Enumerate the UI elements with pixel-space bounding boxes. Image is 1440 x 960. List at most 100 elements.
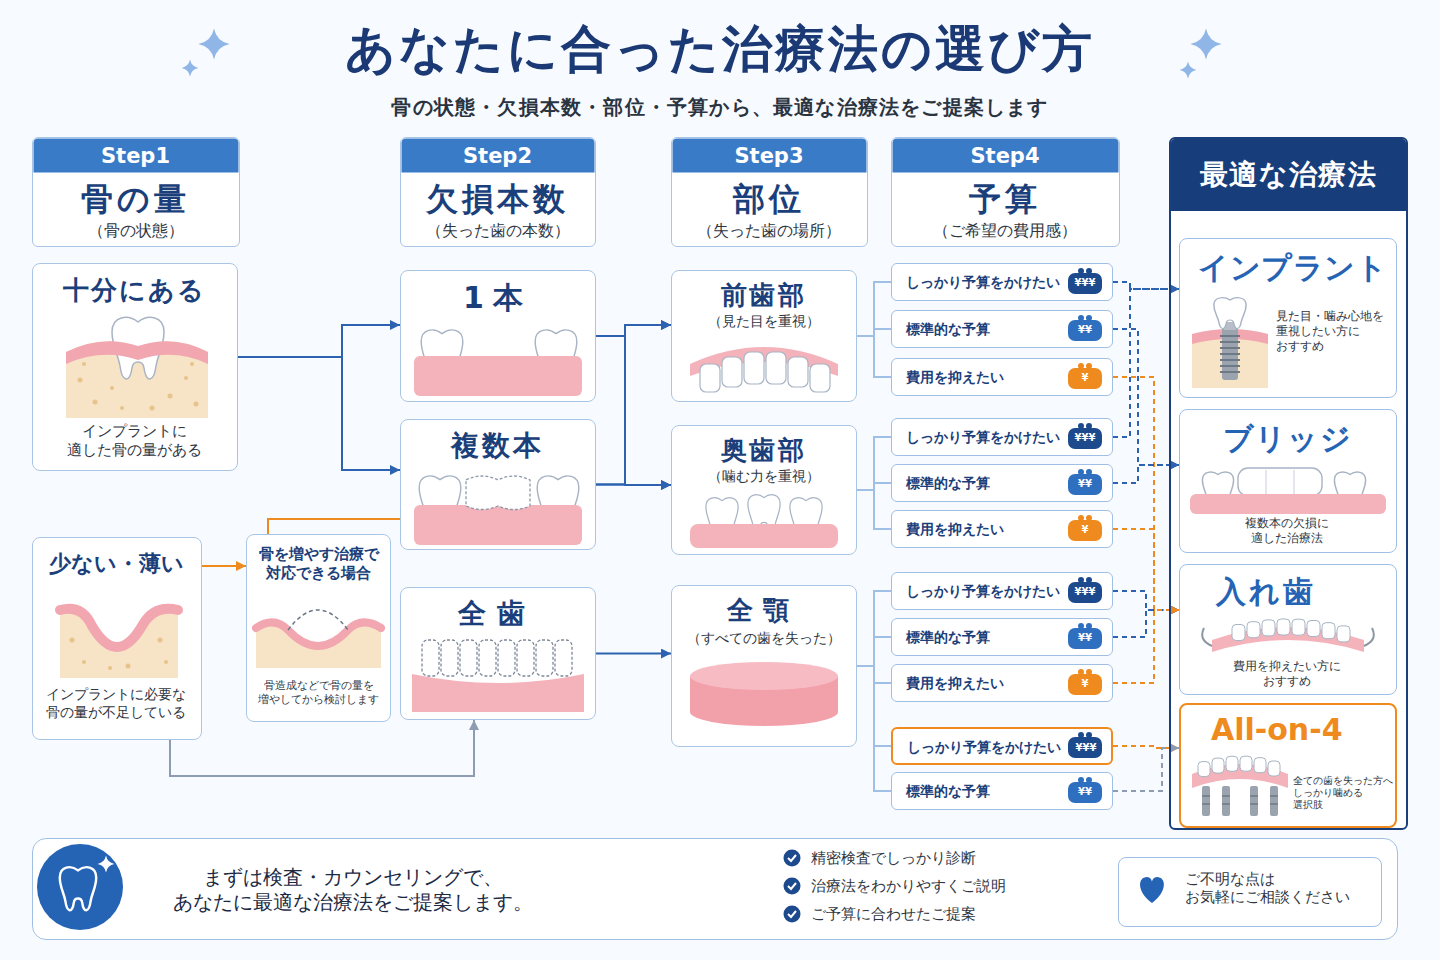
box-fill	[891, 772, 1113, 810]
bone-graft-illustration	[288, 610, 348, 630]
process-box: 骨を増やす治療で 対応できる場合骨造成などで骨の量を 増やしてから検討します	[246, 534, 391, 722]
multi-gap-illustration	[414, 505, 582, 545]
all-on-4-illustration	[1212, 758, 1224, 773]
healthy-bone-illustration	[190, 362, 194, 366]
node-title: 最適な治療法	[1171, 157, 1406, 192]
box-fill	[891, 727, 1113, 765]
node-text: 部位	[672, 179, 866, 219]
box-fill	[891, 772, 1113, 810]
counseling-icon	[98, 856, 115, 873]
node-text: ¥¥	[1067, 478, 1103, 491]
thin-bone-illustration	[60, 609, 178, 647]
box-fill	[1179, 409, 1397, 553]
multi-gap-illustration	[466, 476, 530, 510]
budget-purse-icons	[1068, 577, 1102, 603]
budget-purse-icons	[1068, 777, 1102, 803]
title-sparkles	[1180, 62, 1197, 79]
node-text: ご予算に合わせたご提案	[811, 905, 1051, 924]
node-title: ご不明な点は お気軽にご相談ください	[1185, 870, 1365, 908]
box-fill	[400, 587, 596, 720]
node-title: All-on-4	[1211, 711, 1391, 749]
box-fill	[891, 263, 1113, 301]
connector	[596, 325, 671, 485]
node-title: 費用を抑えたい	[906, 369, 1066, 387]
budget-option: 費用を抑えたい¥	[891, 664, 1113, 702]
node-text: ¥	[1067, 678, 1103, 691]
box-fill	[891, 358, 1113, 396]
box-fill	[671, 425, 857, 555]
budget-purse-icons	[1068, 623, 1102, 649]
node-text: （失った歯の本数）	[401, 221, 594, 241]
box-fill	[891, 418, 1113, 456]
budget-option: 標準的な予算¥¥	[891, 772, 1113, 810]
denture-illustration	[1337, 626, 1350, 642]
node-title: 標準的な予算	[906, 321, 1066, 339]
denture-illustration	[1277, 619, 1290, 635]
header-band	[402, 139, 595, 173]
budget-purse-icons	[1068, 268, 1102, 294]
connector	[596, 325, 671, 336]
check-icons	[784, 906, 801, 923]
box-fill	[671, 137, 868, 247]
step-header: Step3部位（失った歯の場所）	[671, 137, 868, 247]
box-fill	[246, 534, 391, 722]
node-text: （すべての歯を失った）	[672, 630, 855, 648]
box-fill	[32, 263, 238, 471]
box-fill	[1169, 137, 1408, 830]
connector	[857, 490, 891, 529]
page-title: あなたに合った治療法の選び方	[0, 18, 1440, 81]
box-fill	[891, 464, 1113, 502]
check-icons	[784, 878, 801, 895]
budget-option: 標準的な予算¥¥	[891, 618, 1113, 656]
node-text: インプラントに 適した骨の量がある	[64, 422, 204, 460]
connector	[857, 329, 891, 336]
result-card: All-on-4全ての歯を失った方へ しっかり噛める 選択肢	[1179, 703, 1397, 828]
bone-graft-illustration	[256, 622, 381, 646]
healthy-bone-illustration	[93, 400, 98, 405]
node-text: ¥¥	[1067, 632, 1103, 645]
full-arch-gap-illustration	[422, 640, 572, 676]
all-on-4-illustration	[1268, 761, 1280, 776]
bridge-illustration	[1190, 494, 1386, 514]
box-fill	[891, 137, 1120, 247]
all-on-4-illustration	[1202, 786, 1210, 816]
box-fill	[891, 263, 1113, 301]
node-text: ¥¥	[1067, 324, 1103, 337]
process-box: 全顎 （すべての歯を失った）	[671, 585, 857, 747]
box-fill	[1118, 857, 1382, 927]
node-title: ブリッジ	[1180, 420, 1395, 458]
denture-illustration	[1292, 619, 1305, 635]
budget-option: しっかり予算をかけたい¥¥¥	[891, 727, 1113, 765]
connector	[170, 720, 474, 776]
box-fill	[32, 537, 202, 740]
node-title: 少ない・薄い	[33, 550, 200, 578]
node-title: 標準的な予算	[906, 629, 1066, 647]
all-on-4-illustration	[1198, 762, 1210, 777]
connector	[857, 282, 891, 336]
thin-bone-illustration	[158, 638, 163, 643]
result-card: ブリッジ複数本の欠損に 適した治療法	[1179, 409, 1397, 553]
denture-illustration	[1262, 620, 1275, 636]
connector	[857, 666, 891, 791]
denture-illustration	[1247, 622, 1260, 638]
step-header: Step1骨の量（骨の状態）	[32, 137, 240, 247]
node-text: 治療法をわかりやすくご説明	[811, 877, 1051, 896]
box-fill	[400, 270, 596, 402]
node-text: 予算	[892, 179, 1118, 219]
box-fill	[1179, 564, 1397, 695]
consult-box: ご不明な点は お気軽にご相談ください	[1118, 857, 1382, 927]
connector	[857, 483, 891, 490]
box-fill	[32, 263, 238, 471]
box-fill	[891, 664, 1113, 702]
node-text: ¥¥¥	[1067, 586, 1103, 599]
node-title: 全顎	[672, 594, 855, 627]
healthy-bone-illustration	[66, 317, 208, 418]
thin-bone-illustration	[60, 609, 178, 678]
bone-graft-illustration	[256, 622, 381, 668]
budget-purse-icons	[1068, 423, 1102, 449]
box-fill	[891, 510, 1113, 548]
process-box: 奥歯部（噛む力を重視）	[671, 425, 857, 555]
counseling-icon	[37, 844, 123, 930]
connector	[238, 357, 400, 470]
box-fill	[891, 358, 1113, 396]
